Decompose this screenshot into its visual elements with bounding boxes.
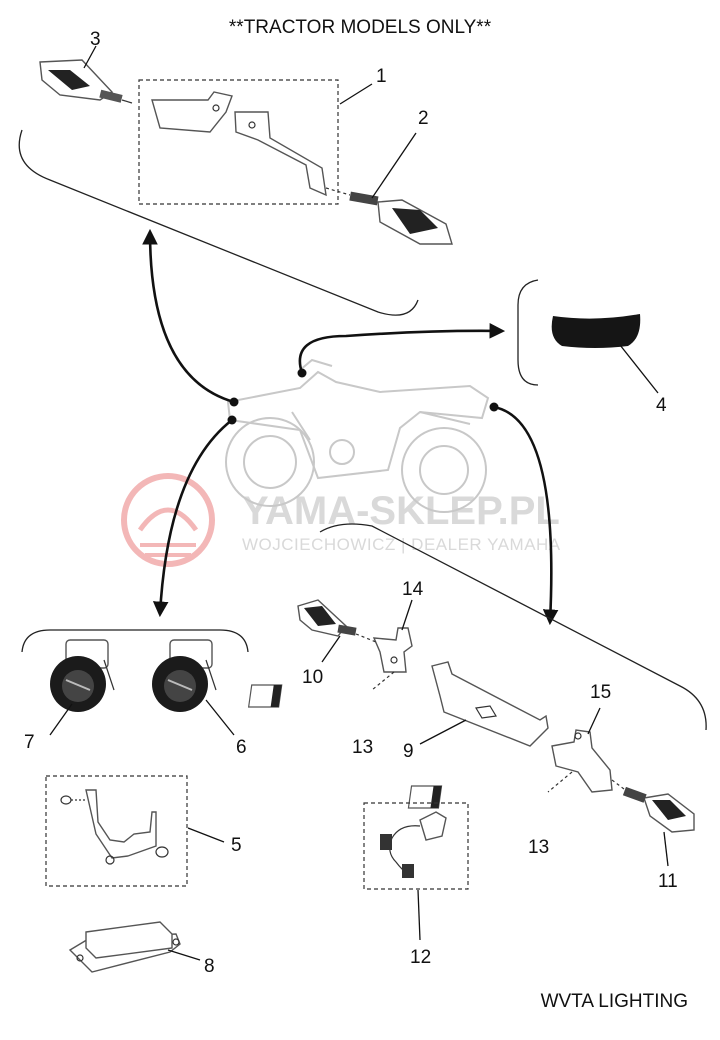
windshield-part-4 <box>551 314 641 348</box>
part-label-4: 4 <box>656 395 667 416</box>
leader-9 <box>419 719 467 745</box>
bracket-set-box <box>138 79 339 205</box>
indicator-part-3 <box>39 59 133 104</box>
leader-15 <box>587 707 601 735</box>
leader-14 <box>401 599 413 631</box>
leader-4 <box>619 344 659 394</box>
part-label-12: 12 <box>410 947 431 968</box>
leader-8 <box>167 949 201 961</box>
watermark-title: YAMA-SKLEP.PL <box>242 489 560 533</box>
watermark-logo-icon <box>121 473 215 567</box>
leader-7 <box>49 703 73 736</box>
group-bracket-work-lights <box>21 629 249 653</box>
wiring-harness-part-12 <box>380 811 447 878</box>
part-label-9: 9 <box>403 741 414 762</box>
part-label-13-left: 13 <box>352 737 373 758</box>
part-label-13-right: 13 <box>528 837 549 858</box>
part-label-11: 11 <box>658 871 678 892</box>
control-unit-part-8 <box>68 921 181 973</box>
leader-11 <box>663 831 669 867</box>
indicator-part-10 <box>297 599 357 637</box>
leader-2 <box>371 132 417 199</box>
part-label-2: 2 <box>418 108 429 129</box>
header-title: **TRACTOR MODELS ONLY** <box>229 17 492 38</box>
group-bracket-rear <box>319 523 707 731</box>
part-label-15: 15 <box>590 682 611 703</box>
part-label-7: 7 <box>24 732 35 753</box>
leader-3 <box>83 45 97 69</box>
indicator-part-11 <box>622 786 695 833</box>
part-label-3: 3 <box>90 29 101 50</box>
work-light-part-7 <box>50 639 115 712</box>
group-bracket-top <box>18 129 419 316</box>
leader-12 <box>417 889 421 941</box>
atv-outline <box>225 358 490 513</box>
work-light-part-6 <box>152 639 217 712</box>
arrow-to-rear-group <box>493 405 559 626</box>
part-label-1: 1 <box>376 66 387 87</box>
wiring-box <box>363 802 469 890</box>
bracket-part-14 <box>372 627 413 673</box>
part-label-14: 14 <box>402 579 424 600</box>
footer-caption: WVTA LIGHTING <box>541 991 688 1012</box>
leader-10 <box>321 635 341 663</box>
watermark: YAMA-SKLEP.PL WOJCIECHOWICZ | DEALER YAM… <box>121 473 561 567</box>
indicator-part-2 <box>325 187 453 245</box>
leader-5 <box>187 827 225 843</box>
plate-bracket-part-9 <box>431 661 549 747</box>
part-label-8: 8 <box>204 956 215 977</box>
part-label-5: 5 <box>231 835 242 856</box>
light-bracket-part-5 <box>60 789 169 865</box>
mount-bracket-part-1 <box>151 91 327 197</box>
arrow-to-windshield <box>298 323 506 374</box>
watermark-subtitle: WOJCIECHOWICZ | DEALER YAMAHA <box>242 535 561 554</box>
arrow-to-work-lights <box>152 418 233 618</box>
bracket-part-15 <box>551 729 613 793</box>
leader-1 <box>339 83 373 105</box>
arrow-to-top-group <box>142 228 235 404</box>
light-bracket-box <box>45 775 188 887</box>
part-label-10: 10 <box>302 667 323 688</box>
group-bracket-right <box>517 279 539 386</box>
part-label-6: 6 <box>236 737 247 758</box>
leader-6 <box>205 699 235 736</box>
